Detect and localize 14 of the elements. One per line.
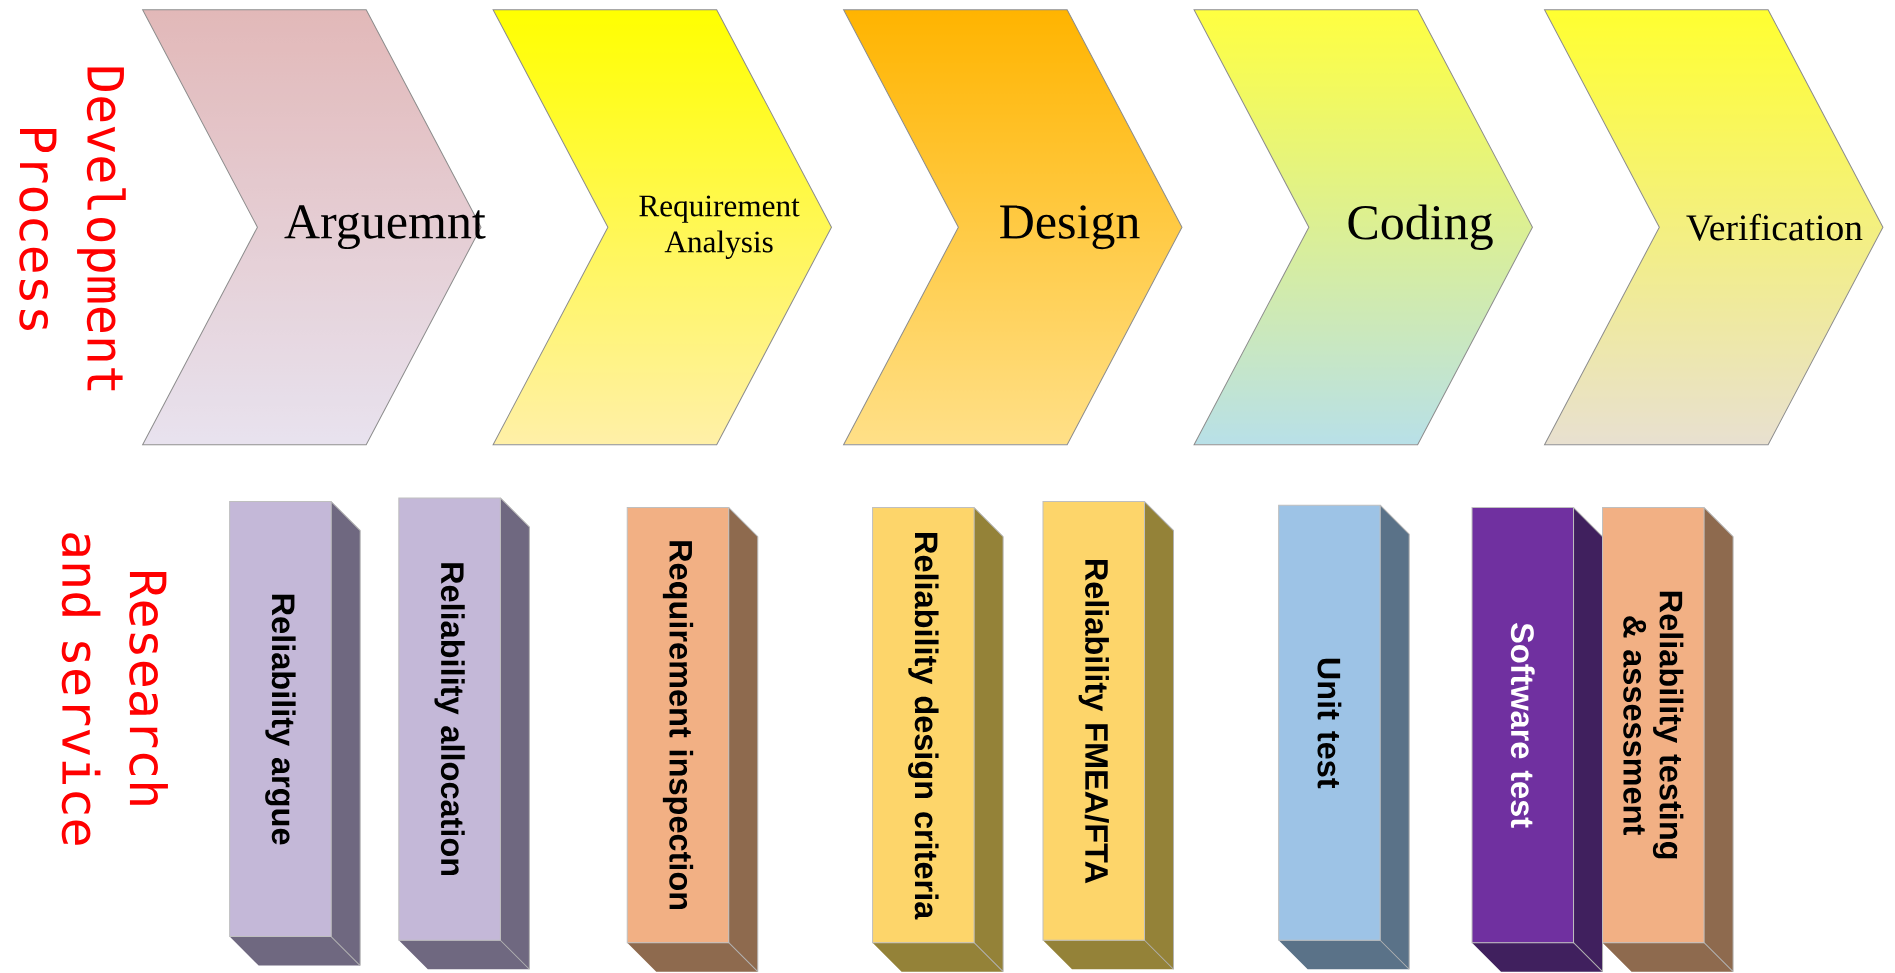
side-label: Research and service <box>61 533 168 845</box>
block: Requirement inspection <box>626 507 759 973</box>
block: Reliability allocation <box>398 497 530 970</box>
block: Software test <box>1471 507 1604 973</box>
block: Reliability FMEA/FTA <box>1042 501 1174 970</box>
block: Reliability design criteria <box>872 507 1004 973</box>
stage-banner: Arguemnt <box>142 9 486 446</box>
stage-banner: Verification <box>1544 9 1884 446</box>
stage-banner: Design <box>843 9 1183 446</box>
block: Unit test <box>1278 504 1410 970</box>
block: Reliability testing & assessment <box>1602 507 1734 973</box>
stage-banner: Requirement Analysis <box>492 9 832 446</box>
stage-banner: Coding <box>1193 9 1533 446</box>
block: Reliability argue <box>229 501 361 967</box>
